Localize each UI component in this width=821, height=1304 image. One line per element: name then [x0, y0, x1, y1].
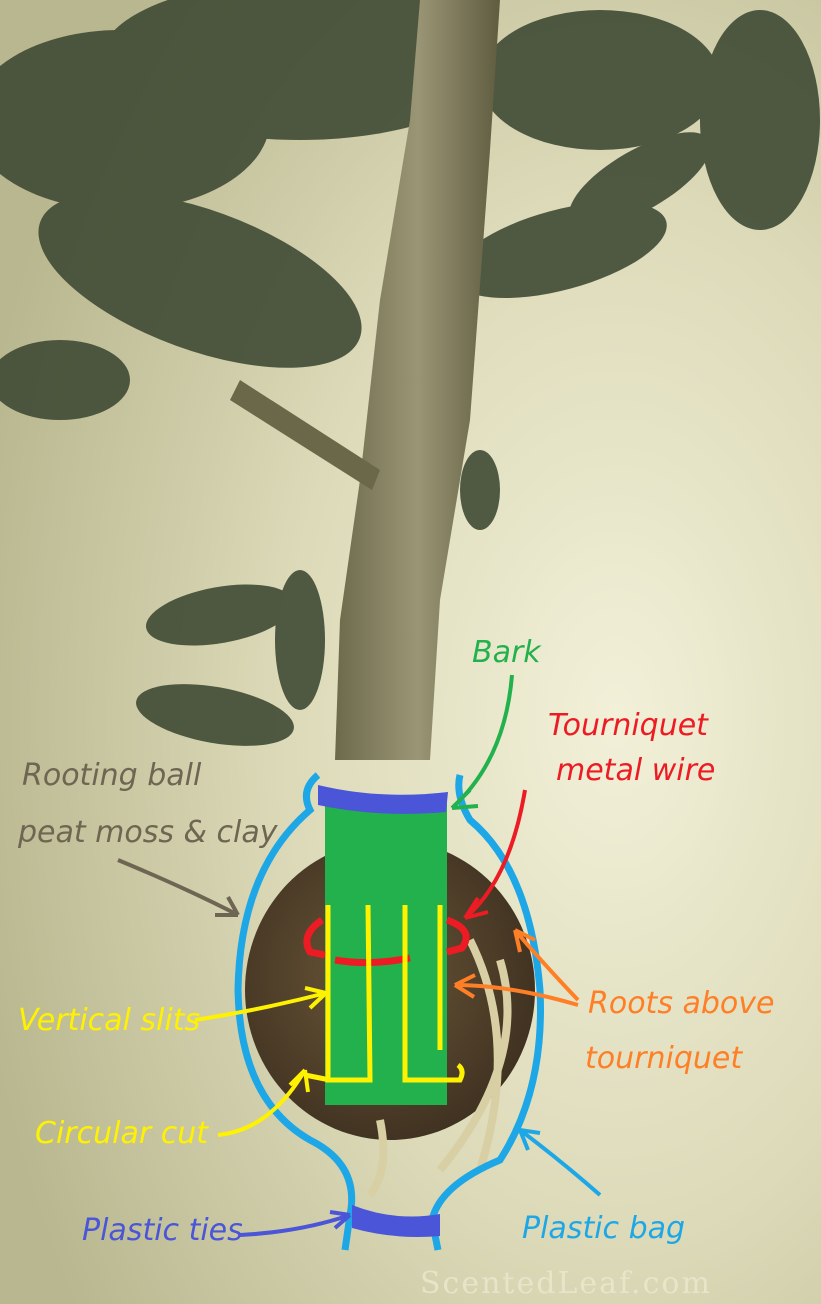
- tourniquet-arrow: [463, 789, 527, 920]
- label-rooting-ball-line1: Rooting ball: [22, 758, 202, 793]
- roots-arrow-2: [453, 973, 579, 1007]
- label-vertical-slits: Vertical slits: [18, 1003, 200, 1038]
- vertical-slits-arrow: [194, 986, 328, 1022]
- label-bark: Bark: [472, 635, 542, 670]
- top-tie: [318, 785, 448, 814]
- label-roots-line1: Roots above: [588, 986, 774, 1021]
- watermark: ScentedLeaf.com: [420, 1266, 712, 1301]
- label-roots-line2: tourniquet: [585, 1041, 743, 1076]
- bark-area: [325, 800, 447, 1105]
- label-circular-cut: Circular cut: [35, 1116, 209, 1151]
- roots: [366, 938, 512, 1198]
- label-tourniquet-line1: Tourniquet: [548, 708, 709, 743]
- roots-arrow-1: [513, 928, 580, 1002]
- foliage: [0, 0, 820, 746]
- circular-cut-arrow: [217, 1068, 310, 1137]
- branch: [230, 380, 380, 490]
- annotation-arrows: [117, 674, 602, 1237]
- label-tourniquet-line2: metal wire: [556, 753, 715, 788]
- bark-arrow: [450, 674, 514, 810]
- tree-trunk: [335, 0, 500, 760]
- vertical-slits: [304, 904, 465, 1083]
- plastic-ties-arrow: [239, 1210, 352, 1237]
- label-rooting-ball-line2: peat moss & clay: [17, 815, 279, 850]
- label-plastic-ties: Plastic ties: [82, 1213, 243, 1248]
- rooting-ball-arrow: [117, 858, 240, 917]
- label-plastic-bag: Plastic bag: [522, 1211, 685, 1246]
- plastic-bag-arrow: [518, 1128, 602, 1197]
- bottom-tie: [352, 1205, 440, 1237]
